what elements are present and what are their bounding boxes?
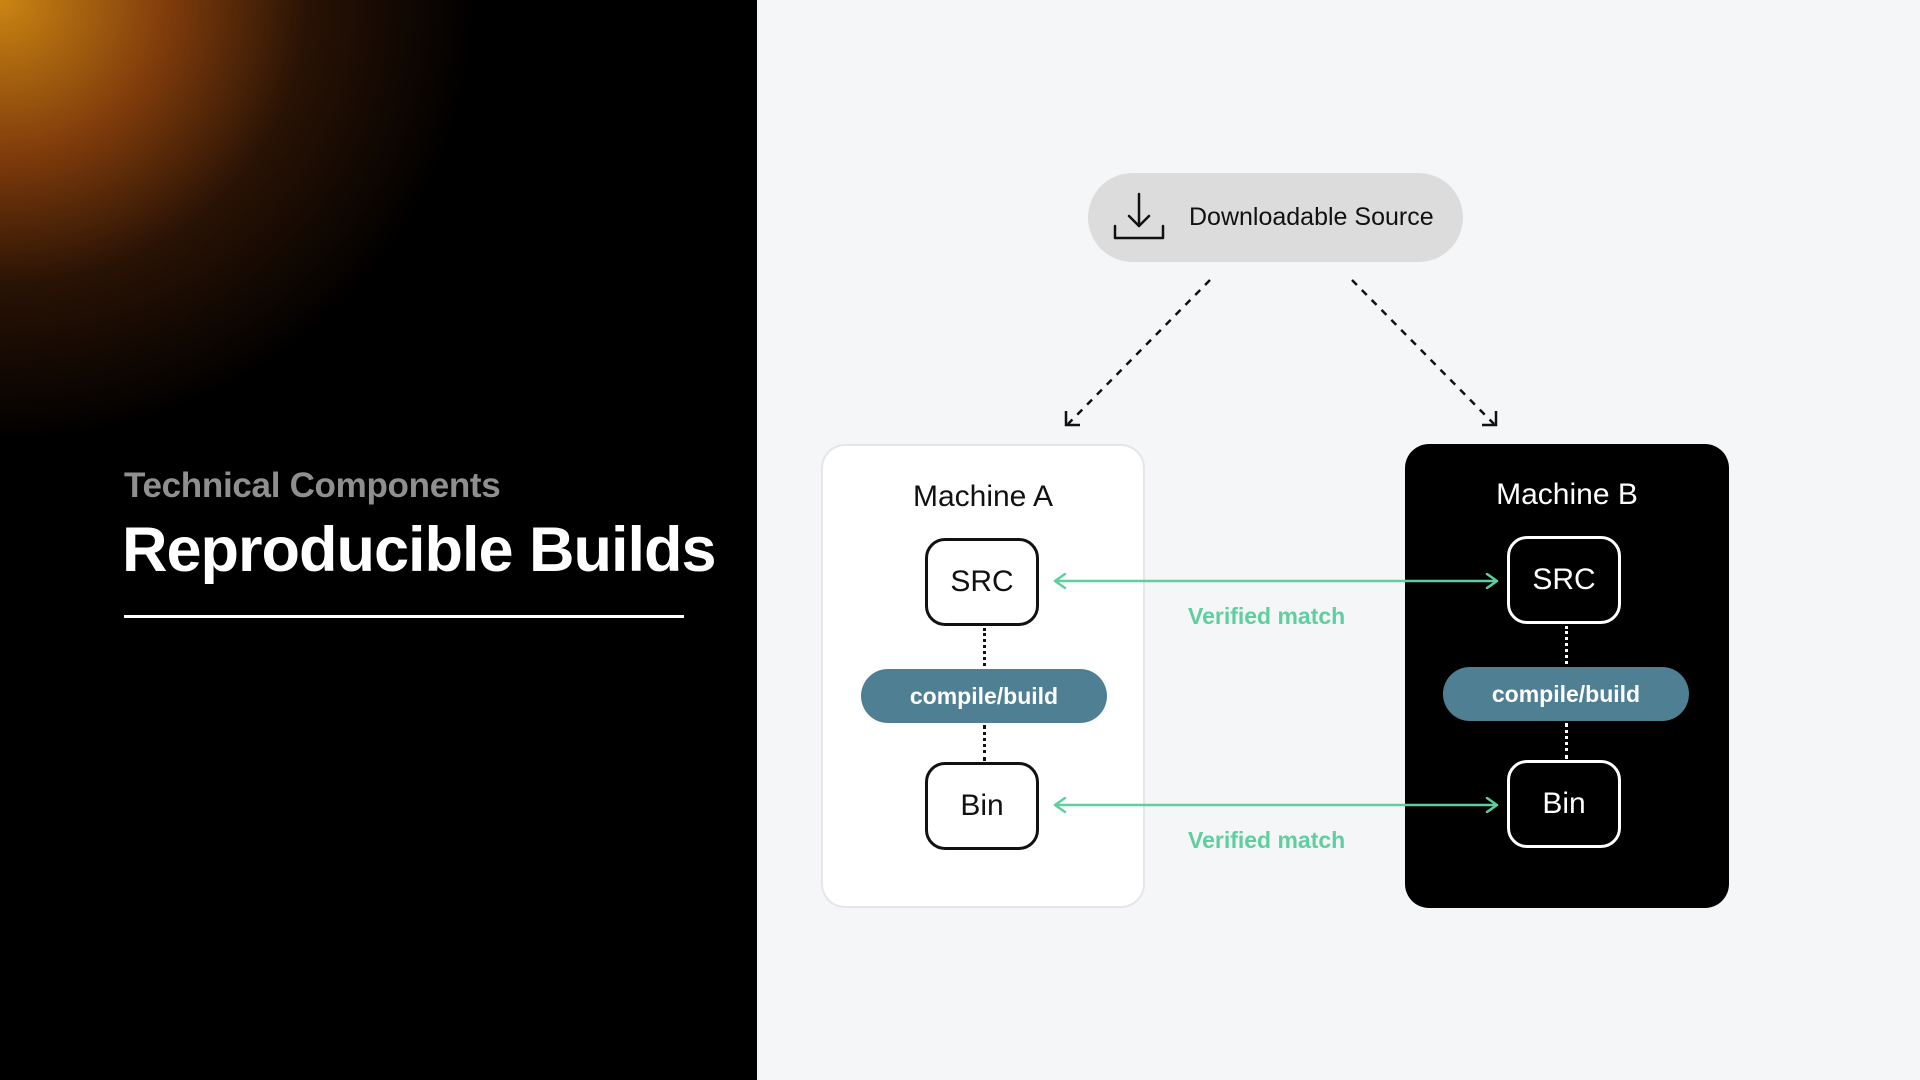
machine-b-build-step: compile/build	[1443, 667, 1689, 721]
machine-b-connector-bottom	[1565, 723, 1568, 759]
machine-a-bin-node: Bin	[925, 762, 1039, 850]
machine-a-connector-bottom	[983, 725, 986, 761]
machine-b-panel: Machine B SRC compile/build Bin	[1405, 444, 1729, 908]
branch-line-a	[1067, 279, 1211, 425]
title-underline	[124, 615, 684, 618]
branch-arrowhead-b	[1482, 411, 1498, 427]
branch-line-b	[1351, 279, 1495, 425]
machine-a-panel: Machine A SRC compile/build Bin	[821, 444, 1145, 908]
machine-b-title: Machine B	[1496, 478, 1638, 511]
branch-arrowhead-a	[1064, 411, 1080, 427]
machine-b-connector-top	[1565, 626, 1568, 664]
machine-b-bin-node: Bin	[1507, 760, 1621, 848]
section-subtitle: Technical Components	[124, 466, 501, 505]
download-icon	[1113, 192, 1165, 240]
slide-title: Reproducible Builds	[122, 515, 717, 585]
machine-a-connector-top	[983, 628, 986, 666]
title-panel: Technical Components Reproducible Builds	[0, 0, 757, 1080]
machine-b-src-node: SRC	[1507, 536, 1621, 624]
src-verified-match-label: Verified match	[1188, 603, 1346, 629]
machine-a-title: Machine A	[912, 480, 1054, 513]
machine-a-src-node: SRC	[925, 538, 1039, 626]
source-label: Downloadable Source	[1189, 203, 1434, 231]
downloadable-source-node: Downloadable Source	[1088, 173, 1463, 262]
bin-verified-match-label: Verified match	[1188, 827, 1346, 853]
machine-a-build-step: compile/build	[861, 669, 1107, 723]
